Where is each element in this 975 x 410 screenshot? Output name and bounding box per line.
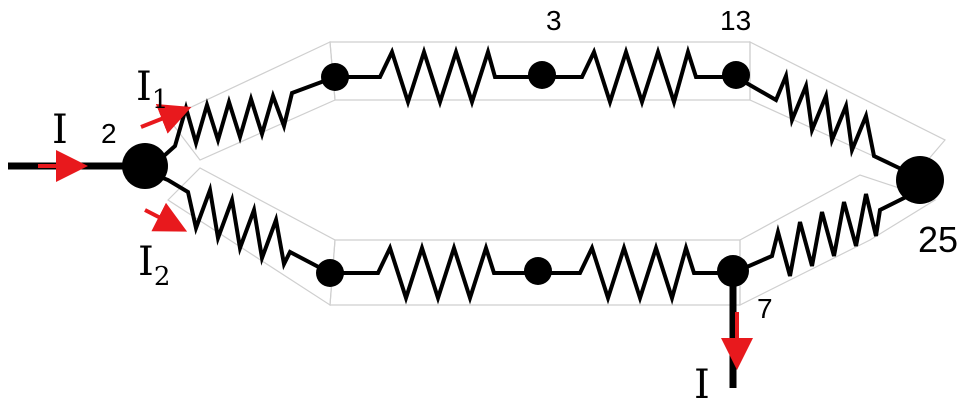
node-top-right xyxy=(722,61,750,89)
node-bottom-right xyxy=(717,255,749,287)
resistor-bottom-2 xyxy=(538,241,733,305)
label-current-in: I xyxy=(52,107,68,153)
arrow-current-i2 xyxy=(144,202,188,232)
label-current-out: I xyxy=(694,362,710,408)
label-node-right: 25 xyxy=(918,219,958,260)
label-node-bottom-right: 7 xyxy=(757,293,773,324)
label-current-i1-main: I xyxy=(136,64,152,110)
resistor-upper-right xyxy=(735,68,921,180)
node-input xyxy=(122,143,168,189)
label-current-i2-main: I xyxy=(138,239,154,285)
label-node-top-middle: 3 xyxy=(546,5,562,36)
label-current-i2: I2 xyxy=(138,239,170,292)
resistor-top-2 xyxy=(542,45,736,109)
node-bottom-left xyxy=(316,259,344,287)
resistor-lower-right xyxy=(732,188,921,277)
label-current-i1: I1 xyxy=(136,64,168,115)
node-top-middle xyxy=(528,61,556,89)
node-right xyxy=(896,156,944,204)
node-top-left xyxy=(321,63,349,91)
label-node-input: 2 xyxy=(101,118,117,149)
node-bottom-middle xyxy=(524,257,552,285)
resistor-top-1 xyxy=(335,45,542,109)
resistor-lower-left xyxy=(147,170,331,275)
label-current-i1-sub: 1 xyxy=(152,85,169,115)
resistor-upper-left xyxy=(147,75,336,162)
resistor-bottom-1 xyxy=(330,241,538,305)
label-node-top-right: 13 xyxy=(720,5,751,36)
arrow-current-i1 xyxy=(140,103,192,134)
label-current-i2-sub: 2 xyxy=(154,262,171,292)
